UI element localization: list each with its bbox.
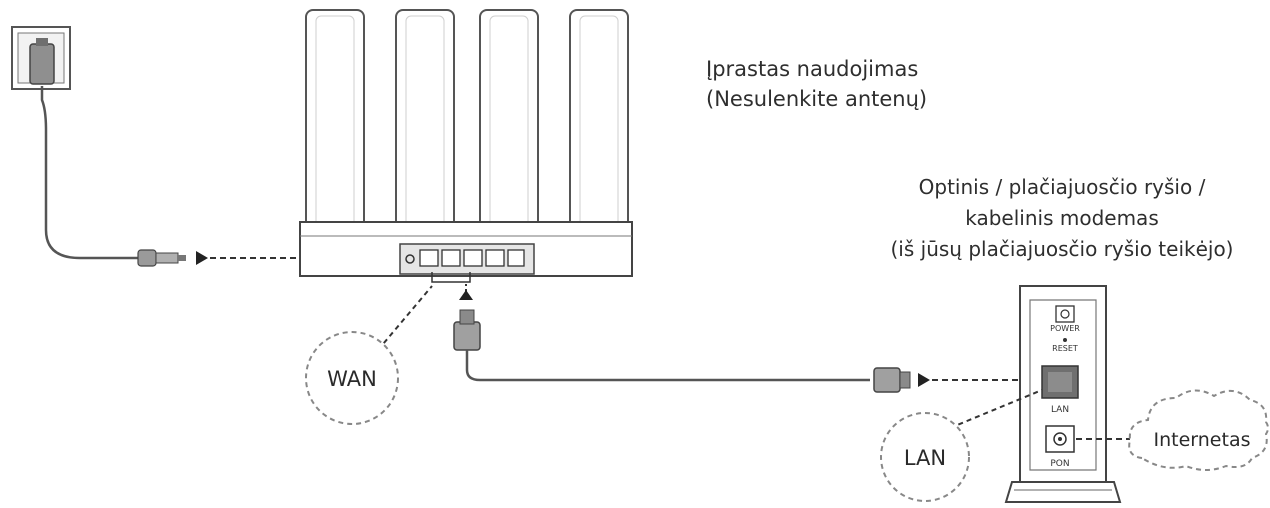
ethernet-plug-modem-icon [873,367,911,393]
ethernet-plug-router-icon [453,309,481,351]
lan-callout-circle [880,412,970,502]
modem-power-label: POWER [1050,324,1080,333]
modem-caption-line1: Optinis / plačiajuosčio ryšio / [918,175,1206,199]
modem-caption-line2: kabelinis modemas [965,206,1159,230]
usage-caption-line2: (Nesulenkite antenų) [706,87,928,111]
wan-callout-leader [377,285,433,351]
usage-caption-line1: Įprastas naudojimas [706,57,919,81]
usage-caption: Įprastas naudojimas (Nesulenkite antenų) [706,54,927,114]
modem-icon [1004,285,1122,503]
dc-plug-icon [137,249,186,267]
power-arrow [196,251,208,265]
wan-callout-label: WAN [327,367,377,391]
lan-arrow [918,373,930,387]
wan-arrow [459,290,473,300]
modem-reset-label: RESET [1052,344,1078,353]
wan-callout-circle [305,331,399,425]
lan-callout-label: LAN [904,446,946,470]
ethernet-cable [465,350,870,382]
cloud-icon [1128,389,1269,471]
power-adapter-icon [29,38,55,85]
power-cable [40,86,140,260]
modem-caption: Optinis / plačiajuosčio ryšio / kabelini… [852,172,1270,265]
modem-lan-port-label: LAN [1051,405,1069,415]
lan-callout-leader [949,389,1043,429]
router-icon [299,9,633,283]
modem-caption-line3: (iš jūsų plačiajuosčio ryšio teikėjo) [890,237,1234,261]
internet-label: Internetas [1154,429,1251,451]
modem-pon-port-label: PON [1050,459,1069,469]
